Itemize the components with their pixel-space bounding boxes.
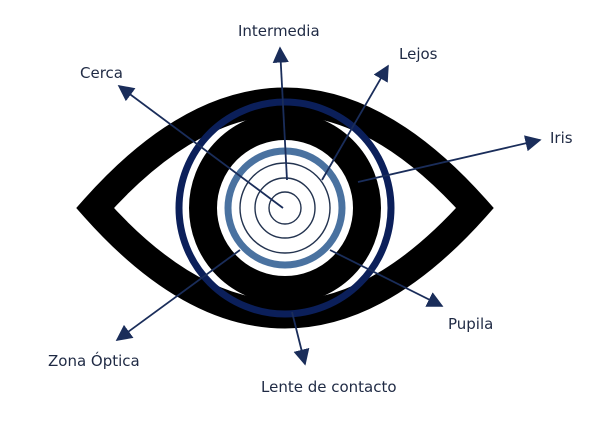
far-zone-ring bbox=[239, 162, 331, 254]
label-cerca: Cerca bbox=[80, 64, 123, 82]
label-intermedia: Intermedia bbox=[238, 22, 320, 40]
label-lejos: Lejos bbox=[399, 45, 438, 63]
label-pupila: Pupila bbox=[448, 315, 494, 333]
arrow-zona-optica bbox=[115, 249, 241, 341]
arrow-cerca bbox=[117, 85, 284, 209]
arrow-lente bbox=[291, 311, 310, 366]
intermediate-zone-ring bbox=[254, 177, 316, 239]
label-zona-optica: Zona Óptica bbox=[48, 352, 140, 370]
optic-zone-ring bbox=[224, 147, 346, 269]
contact-lens-ring bbox=[175, 98, 395, 318]
near-zone-ring bbox=[268, 191, 302, 225]
label-lente-de-contacto: Lente de contacto bbox=[261, 378, 397, 396]
arrow-iris bbox=[357, 135, 542, 183]
arrow-pupila bbox=[329, 249, 444, 307]
label-iris: Iris bbox=[550, 129, 573, 147]
arrow-intermedia bbox=[272, 46, 289, 181]
arrow-lejos bbox=[321, 64, 389, 181]
